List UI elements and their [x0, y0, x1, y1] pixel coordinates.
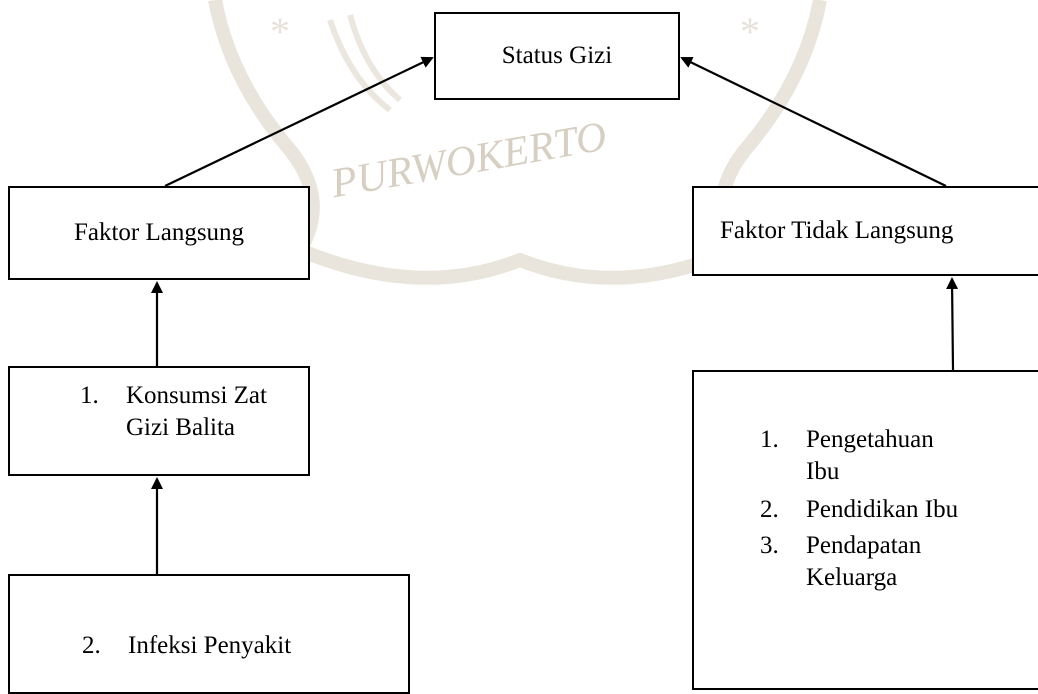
list-item: 1. Pengetahuan Ibu	[760, 424, 934, 488]
edges-layer	[151, 56, 959, 574]
list-item-line1: Konsumsi Zat	[126, 382, 267, 409]
node-faktor-langsung-label: Faktor Langsung	[73, 219, 245, 246]
node-status-gizi-label: Status Gizi	[501, 42, 613, 69]
list-item-number: 1.	[760, 426, 779, 453]
list-item-number: 1.	[80, 382, 99, 409]
arrow-faktor-tidak-langsung-to-status-gizi	[680, 56, 947, 187]
list-item: 2. Pendidikan Ibu	[760, 494, 958, 526]
diagram-canvas: Status Gizi Faktor Langsung Faktor Tidak…	[8, 12, 1038, 694]
node-faktor-langsung: Faktor Langsung	[8, 186, 310, 280]
list-item-line1: Pengetahuan	[806, 426, 934, 453]
node-faktor-tidak-langsung-items: 1. Pengetahuan Ibu 2. Pendidikan Ibu 3. …	[692, 370, 1038, 690]
node-konsumsi-zat-gizi: 1. Konsumsi Zat Gizi Balita	[8, 366, 310, 476]
list-item: 3. Pendapatan Keluarga	[760, 530, 921, 594]
list-item: 2. Infeksi Penyakit	[82, 630, 291, 662]
node-faktor-tidak-langsung-label: Faktor Tidak Langsung	[720, 217, 954, 244]
list-item-line1: Pendidikan Ibu	[806, 496, 959, 523]
list-item-line2: Gizi Balita	[126, 414, 235, 441]
list-item-line1: Infeksi Penyakit	[128, 632, 292, 659]
list-item-number: 2.	[82, 632, 101, 659]
arrow-list-to-faktor-tidak-langsung	[946, 277, 959, 371]
list-item-number: 3.	[760, 532, 779, 559]
list-item-line2: Ibu	[806, 458, 840, 485]
list-item: 1. Konsumsi Zat Gizi Balita	[80, 380, 267, 444]
list-item-number: 2.	[760, 496, 779, 523]
list-item-line1: Pendapatan	[806, 532, 922, 559]
list-item-line2: Keluarga	[806, 564, 898, 591]
node-faktor-tidak-langsung: Faktor Tidak Langsung	[692, 186, 1038, 276]
node-infeksi-penyakit: 2. Infeksi Penyakit	[8, 574, 410, 694]
arrow-faktor-langsung-to-status-gizi	[164, 56, 434, 187]
node-status-gizi: Status Gizi	[434, 12, 680, 100]
